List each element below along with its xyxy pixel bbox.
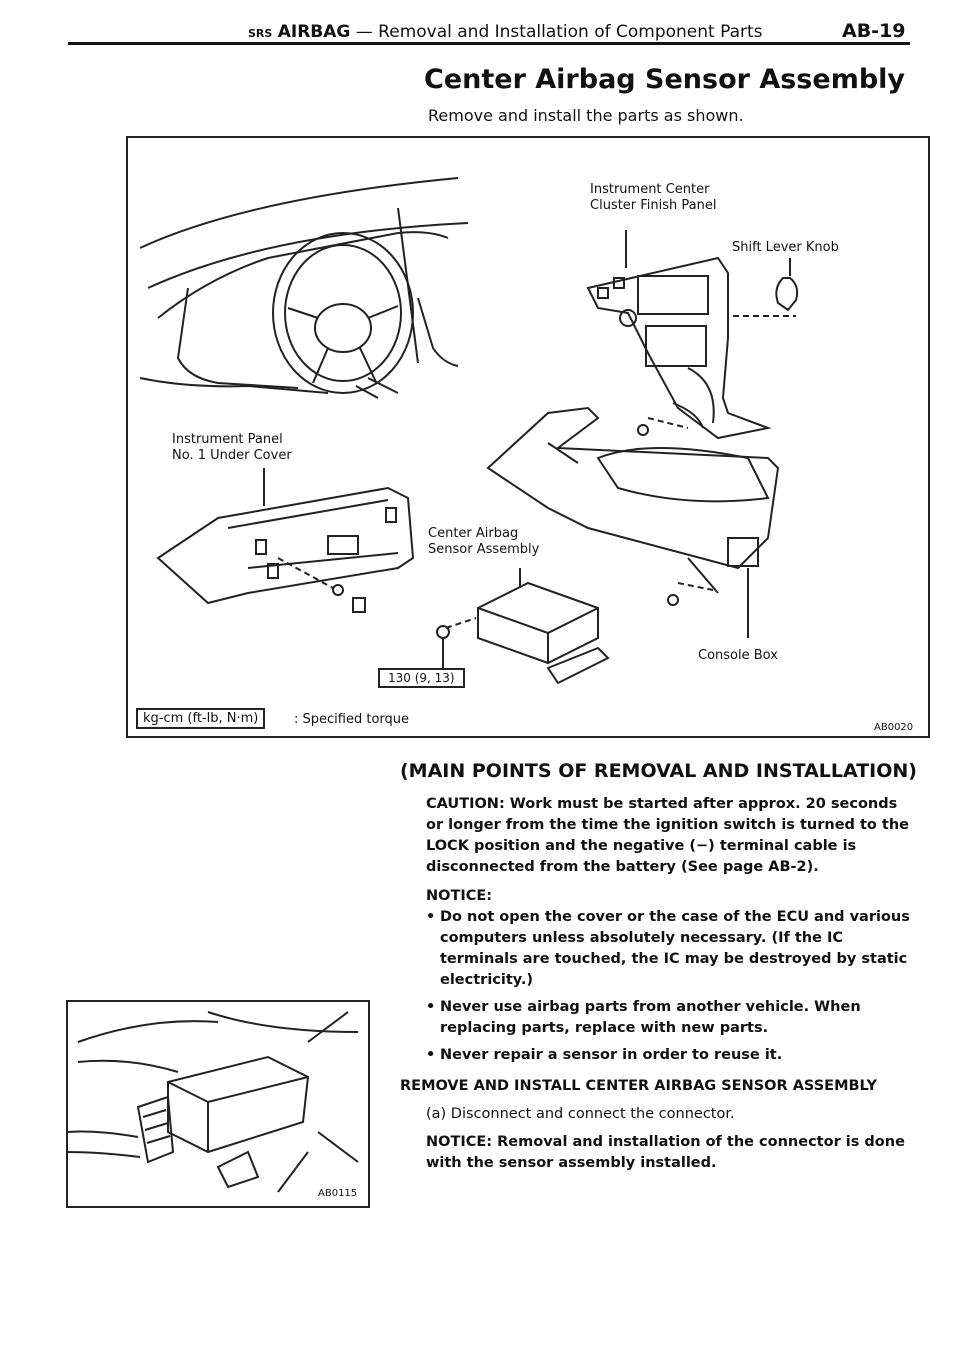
- figure-code: AB0020: [874, 722, 914, 733]
- label-center-airbag-sensor: Center Airbag Sensor Assembly: [428, 526, 540, 557]
- under-cover-vent: [327, 535, 359, 555]
- cluster-panel-switch-1: [613, 277, 625, 289]
- page-number: AB-19: [842, 20, 906, 42]
- dash-upper-edge: [147, 222, 469, 289]
- dash-right-face: [417, 297, 459, 367]
- shift-boot: [672, 367, 715, 429]
- steering-wheel-spokes: [287, 305, 399, 384]
- sensor-case: [167, 1055, 310, 1154]
- wire-harness: [68, 1130, 141, 1158]
- step-a: (a) Disconnect and connect the connector…: [426, 1106, 735, 1122]
- steering-wheel-rim: [272, 232, 414, 394]
- under-cover-outline: [156, 486, 415, 605]
- console-outline: [486, 406, 780, 570]
- cluster-screw: [637, 424, 649, 436]
- page-title: Center Airbag Sensor Assembly: [424, 64, 906, 95]
- cluster-dash: [647, 417, 689, 429]
- cluster-panel-switch-2: [597, 287, 609, 299]
- header-srs: SRS: [248, 27, 273, 40]
- under-cover-clip-1: [255, 539, 267, 555]
- torque-legend-box: kg-cm (ft-lb, N·m): [136, 708, 266, 729]
- under-cover-clip-loose: [352, 597, 366, 613]
- bullet-item: • Do not open the cover or the case of t…: [426, 907, 914, 991]
- cluster-panel-opening-upper: [637, 275, 709, 315]
- console-lid: [596, 447, 770, 503]
- dash-left-face: [176, 287, 299, 389]
- under-cover-dash: [277, 557, 334, 589]
- header-rule: [68, 42, 910, 45]
- label-instrument-center-cluster: Instrument Center Cluster Finish Panel: [590, 182, 717, 213]
- shift-knob-shape: [775, 277, 799, 312]
- connector-drawing: [68, 1011, 359, 1193]
- console-edges: [547, 442, 719, 594]
- bg-lines-right: [277, 1011, 359, 1193]
- bullet-dot: •: [426, 909, 436, 925]
- text-column: CAUTION: Work must be started after appr…: [426, 794, 914, 1066]
- bg-line-left: [77, 1059, 179, 1073]
- bullet-dot: •: [426, 1047, 436, 1063]
- connector-illustration: AB0115: [66, 1000, 370, 1208]
- page-intro: Remove and install the parts as shown.: [428, 106, 744, 125]
- steering-wheel-hub: [314, 303, 372, 353]
- header-section: AIRBAG: [277, 22, 351, 42]
- console-screw: [667, 594, 679, 606]
- sensor-dash: [445, 617, 477, 629]
- diagram-drawing: [139, 177, 799, 685]
- bullet-item: • Never repair a sensor in order to reus…: [426, 1045, 914, 1066]
- steering-column: [355, 377, 399, 399]
- label-console-box: Console Box: [698, 648, 778, 663]
- sensor-bracket: [546, 646, 610, 685]
- under-cover-screw: [332, 584, 344, 596]
- dash-brow: [157, 231, 449, 319]
- sensor-edges: [477, 607, 599, 663]
- label-under-cover: Instrument Panel No. 1 Under Cover: [172, 432, 292, 463]
- bullet-dot: •: [426, 999, 436, 1015]
- cluster-panel-outline: [586, 256, 772, 440]
- caution-text: CAUTION: Work must be started after appr…: [426, 796, 910, 875]
- section-title: (MAIN POINTS OF REMOVAL AND INSTALLATION…: [400, 760, 917, 782]
- steering-wheel-inner: [284, 244, 402, 382]
- header-subtitle: — Removal and Installation of Component …: [350, 22, 763, 42]
- sensor-bolt: [436, 625, 450, 639]
- label-shift-lever-knob: Shift Lever Knob: [732, 240, 839, 255]
- notice-connector: NOTICE: Removal and installation of the …: [426, 1134, 905, 1171]
- cluster-panel-opening-lower: [645, 325, 707, 367]
- dash-bottom: [139, 377, 329, 394]
- bracket: [216, 1150, 260, 1189]
- component-diagram: Instrument Center Cluster Finish Panel S…: [126, 136, 930, 738]
- sensor-body: [477, 581, 599, 665]
- bg-lines-top: [77, 1011, 359, 1043]
- under-cover-clip-2: [267, 563, 279, 579]
- cluster-panel-knob: [619, 309, 637, 327]
- console-dash: [677, 582, 714, 591]
- connector-plug: [136, 1095, 175, 1164]
- subheading: REMOVE AND INSTALL CENTER AIRBAG SENSOR …: [400, 1078, 878, 1094]
- torque-legend-text: : Specified torque: [294, 712, 410, 727]
- console-rear-panel: [727, 537, 759, 567]
- dash-top-line: [139, 177, 459, 249]
- torque-spec-box: 130 (9, 13): [378, 668, 465, 688]
- connector-ribs: [142, 1109, 171, 1144]
- figure2-code: AB0115: [318, 1188, 358, 1199]
- under-cover-ribs: [227, 499, 399, 569]
- page-header: SRS AIRBAG — Removal and Installation of…: [248, 22, 763, 42]
- under-cover-clip-3: [385, 507, 397, 523]
- sensor-case-edges: [167, 1076, 309, 1152]
- notice-label: NOTICE:: [426, 888, 493, 904]
- bullet-item: • Never use airbag parts from another ve…: [426, 997, 914, 1039]
